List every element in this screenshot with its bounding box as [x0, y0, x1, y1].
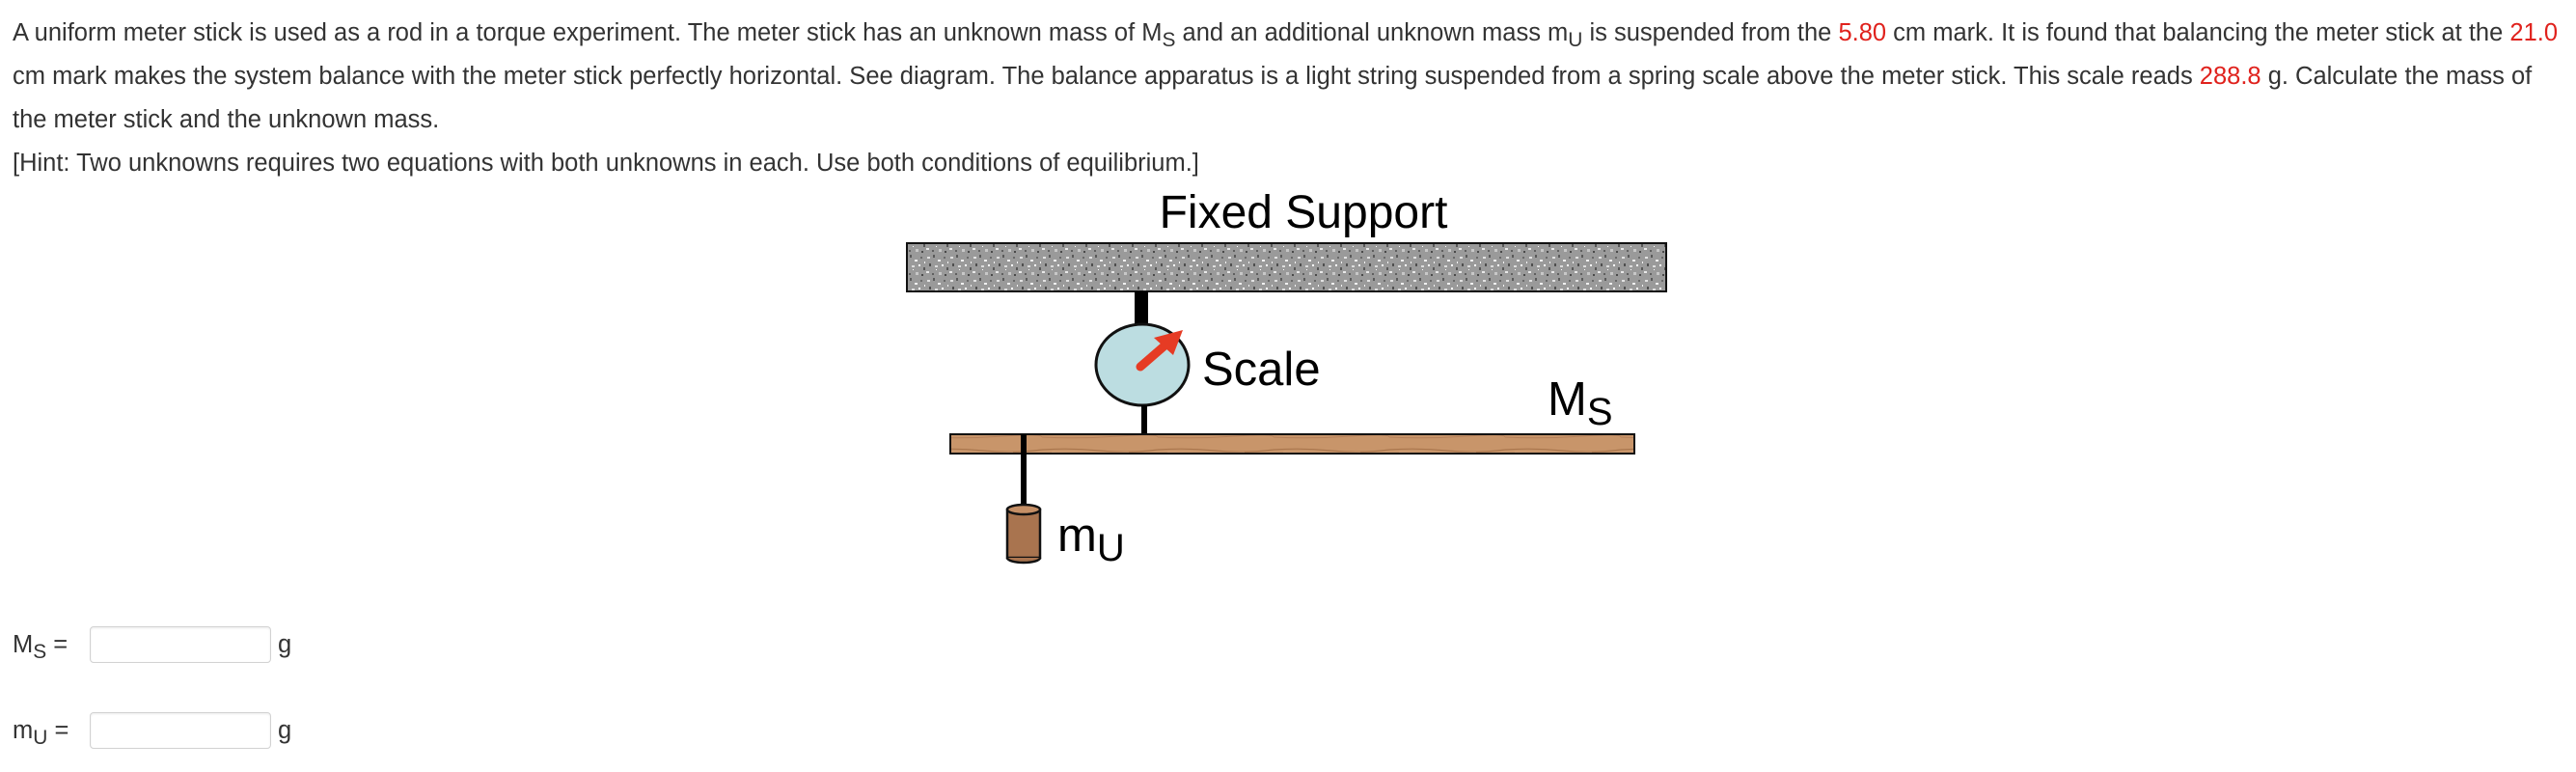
scale-string	[1141, 405, 1147, 454]
value-mass-position: 5.80	[1838, 19, 1887, 46]
support-string	[1135, 291, 1148, 326]
answer-row-stick-mass: MS = g	[13, 622, 291, 667]
hanging-weight	[1005, 503, 1042, 565]
problem-text: A uniform meter stick is used as a rod i…	[13, 19, 2559, 133]
stick-mass-label: MS	[1548, 373, 1613, 433]
support-label: Fixed Support	[1160, 187, 1448, 238]
hanging-mass-label: mU	[1057, 510, 1125, 569]
stick-mass-answer-label: MS =	[13, 630, 69, 663]
hanging-mass-answer-label: mU =	[13, 716, 69, 749]
answer-row-hanging-mass: mU = g	[13, 708, 291, 753]
value-scale-reading: 288.8	[2199, 63, 2261, 90]
problem-statement: A uniform meter stick is used as a rod i…	[13, 12, 2569, 185]
scale-arrow-icon	[1136, 330, 1183, 372]
hanging-string	[1021, 434, 1027, 511]
stick-mass-input[interactable]	[90, 626, 271, 663]
hanging-mass-unit: g	[278, 716, 292, 744]
stick-mass-unit: g	[278, 630, 292, 658]
meter-stick	[949, 433, 1635, 455]
hint-text: [Hint: Two unknowns requires two equatio…	[13, 150, 1199, 177]
scale-label: Scale	[1202, 344, 1321, 396]
hanging-mass-input[interactable]	[90, 712, 271, 749]
fixed-support-beam	[906, 242, 1667, 292]
value-balance-position: 21.0	[2509, 19, 2559, 46]
